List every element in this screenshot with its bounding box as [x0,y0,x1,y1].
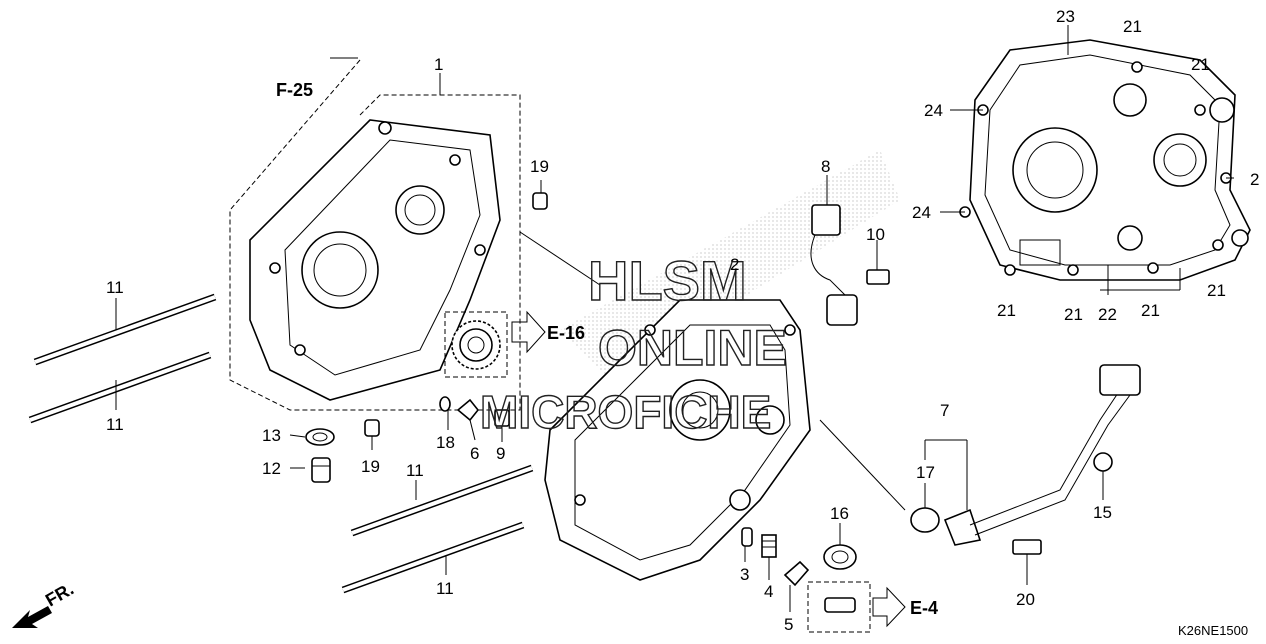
callout-11-c: 11 [406,461,424,480]
right-crankcase[interactable] [544,299,811,581]
callout-24-lower: 24 [912,203,931,222]
stud-bolt-upper-left[interactable] [33,293,217,366]
washer-13[interactable] [305,428,335,446]
small-washer-18[interactable] [439,396,451,412]
left-crankcase[interactable] [249,119,501,401]
callout-2-right: 2 [1250,170,1259,189]
watermark-line-1: HLSM [588,249,747,312]
stud-bolt-lower-center[interactable] [341,521,525,594]
ref-f25: F-25 [276,80,313,100]
callout-13: 13 [262,426,281,445]
diagram-code: K26NE1500 [1178,623,1248,638]
callout-20: 20 [1016,590,1035,609]
callout-1: 1 [434,55,443,74]
callout-8: 8 [821,157,830,176]
callout-9: 9 [496,444,505,463]
gear-part[interactable] [444,311,508,378]
callout-23: 23 [1056,7,1075,26]
speed-sensor-8[interactable] [810,204,858,326]
callout-7: 7 [940,401,949,420]
callout-5: 5 [784,615,793,634]
callout-24-upper: 24 [924,101,943,120]
ref-arrow-e16 [511,310,546,354]
dowel-3[interactable] [741,527,753,547]
callout-2-center: 2 [730,255,739,274]
callout-12: 12 [262,459,281,478]
crankcase-top-right-view[interactable] [959,39,1251,281]
drain-bolt-12[interactable] [311,457,331,483]
watermark-line-2: ONLINE [598,320,787,376]
callout-6: 6 [470,444,479,463]
stud-bolt-upper-center[interactable] [350,464,534,537]
ref-arrow-e4 [872,586,906,628]
callout-18: 18 [436,433,455,452]
callout-11-d: 11 [436,579,454,598]
callout-15: 15 [1093,503,1112,522]
callout-11-b: 11 [106,415,124,434]
dowel-pin-upper[interactable] [532,192,548,210]
callout-21-c: 21 [997,301,1016,320]
spring-4[interactable] [761,534,777,558]
gear-position-switch-7[interactable] [910,364,1141,546]
callout-21-b: 21 [1191,55,1210,74]
direction-label: FR. [42,579,77,611]
ref-e16: E-16 [547,323,585,343]
callout-17: 17 [916,463,935,482]
callout-4: 4 [764,582,773,601]
ref-e4: E-4 [910,598,938,618]
bolt-10[interactable] [866,269,890,285]
left-crankcase-enclosure [229,59,521,411]
callout-21-f: 21 [1207,281,1226,300]
callout-10: 10 [866,225,885,244]
callout-3: 3 [740,565,749,584]
stopper-plate-5[interactable] [783,560,871,633]
clamp-15[interactable] [1093,452,1113,472]
clip-6[interactable] [456,398,480,422]
callout-22: 22 [1098,305,1117,324]
callout-19-lower: 19 [361,457,380,476]
bolt-20[interactable] [1012,539,1042,555]
callout-21-d: 21 [1064,305,1083,324]
oil-seal-16[interactable] [823,544,857,570]
callout-19-upper: 19 [530,157,549,176]
callout-11-a: 11 [106,278,124,297]
front-direction-arrow [12,606,52,628]
callout-21-e: 21 [1141,301,1160,320]
callout-21-a: 21 [1123,17,1142,36]
watermark-line-3: MICROFICHE [480,386,771,438]
leader-lines [115,25,1234,612]
callout-16: 16 [830,504,849,523]
dowel-pin-lower[interactable] [364,419,380,437]
stud-bolt-lower-left[interactable] [28,351,212,424]
